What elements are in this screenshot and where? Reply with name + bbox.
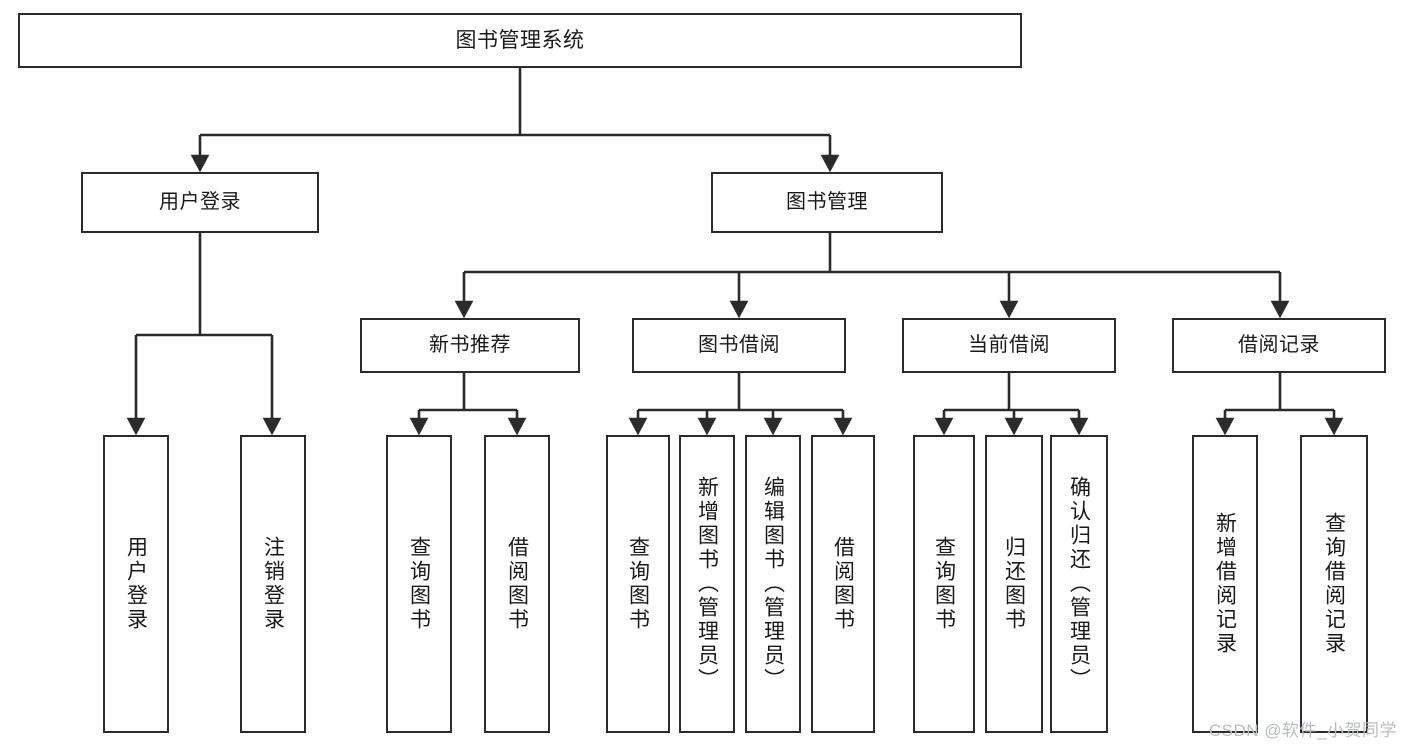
node-leaf-logout[interactable]: 注销登录 bbox=[240, 435, 306, 733]
node-label: 用户登录 bbox=[159, 191, 241, 214]
node-label: 编辑图书（管理员） bbox=[761, 476, 785, 692]
node-label: 图书管理 bbox=[786, 191, 868, 214]
node-label: 当前借阅 bbox=[968, 334, 1050, 357]
node-label: 借阅图书 bbox=[831, 536, 855, 632]
node-label: 查询图书 bbox=[407, 536, 431, 632]
node-label: 图书管理系统 bbox=[455, 28, 585, 52]
node-leaf-add-record[interactable]: 新增借阅记录 bbox=[1192, 435, 1258, 733]
node-leaf-edit-book[interactable]: 编辑图书（管理员） bbox=[745, 435, 801, 733]
node-root-system[interactable]: 图书管理系统 bbox=[18, 13, 1022, 68]
node-label: 用户登录 bbox=[124, 536, 148, 632]
node-label: 图书借阅 bbox=[698, 334, 780, 357]
node-leaf-user-login[interactable]: 用户登录 bbox=[103, 435, 169, 733]
node-label: 新增借阅记录 bbox=[1213, 512, 1237, 656]
node-label: 归还图书 bbox=[1002, 536, 1026, 632]
node-label: 查询图书 bbox=[932, 536, 956, 632]
node-label: 借阅图书 bbox=[505, 536, 529, 632]
node-book-borrow[interactable]: 图书借阅 bbox=[632, 318, 846, 373]
node-label: 注销登录 bbox=[261, 536, 285, 632]
node-label: 查询图书 bbox=[626, 536, 650, 632]
node-leaf-query-book-2[interactable]: 查询图书 bbox=[606, 435, 670, 733]
node-leaf-query-book-1[interactable]: 查询图书 bbox=[386, 435, 452, 733]
node-leaf-return-book[interactable]: 归还图书 bbox=[985, 435, 1043, 733]
node-leaf-confirm-return[interactable]: 确认归还（管理员） bbox=[1050, 435, 1108, 733]
node-label: 查询借阅记录 bbox=[1322, 512, 1346, 656]
node-label: 新增图书（管理员） bbox=[695, 476, 719, 692]
node-label: 新书推荐 bbox=[429, 334, 511, 357]
node-current-borrow[interactable]: 当前借阅 bbox=[902, 318, 1116, 373]
node-leaf-borrow-book-1[interactable]: 借阅图书 bbox=[484, 435, 550, 733]
node-leaf-query-record[interactable]: 查询借阅记录 bbox=[1300, 435, 1368, 733]
node-label: 借阅记录 bbox=[1238, 334, 1320, 357]
node-label: 确认归还（管理员） bbox=[1067, 476, 1091, 692]
node-new-book-recommend[interactable]: 新书推荐 bbox=[360, 318, 580, 373]
node-leaf-add-book[interactable]: 新增图书（管理员） bbox=[679, 435, 735, 733]
node-user-login[interactable]: 用户登录 bbox=[81, 172, 319, 233]
node-borrow-record[interactable]: 借阅记录 bbox=[1172, 318, 1386, 373]
node-leaf-borrow-book-2[interactable]: 借阅图书 bbox=[811, 435, 875, 733]
node-leaf-query-book-3[interactable]: 查询图书 bbox=[913, 435, 975, 733]
node-book-manage[interactable]: 图书管理 bbox=[711, 172, 943, 233]
